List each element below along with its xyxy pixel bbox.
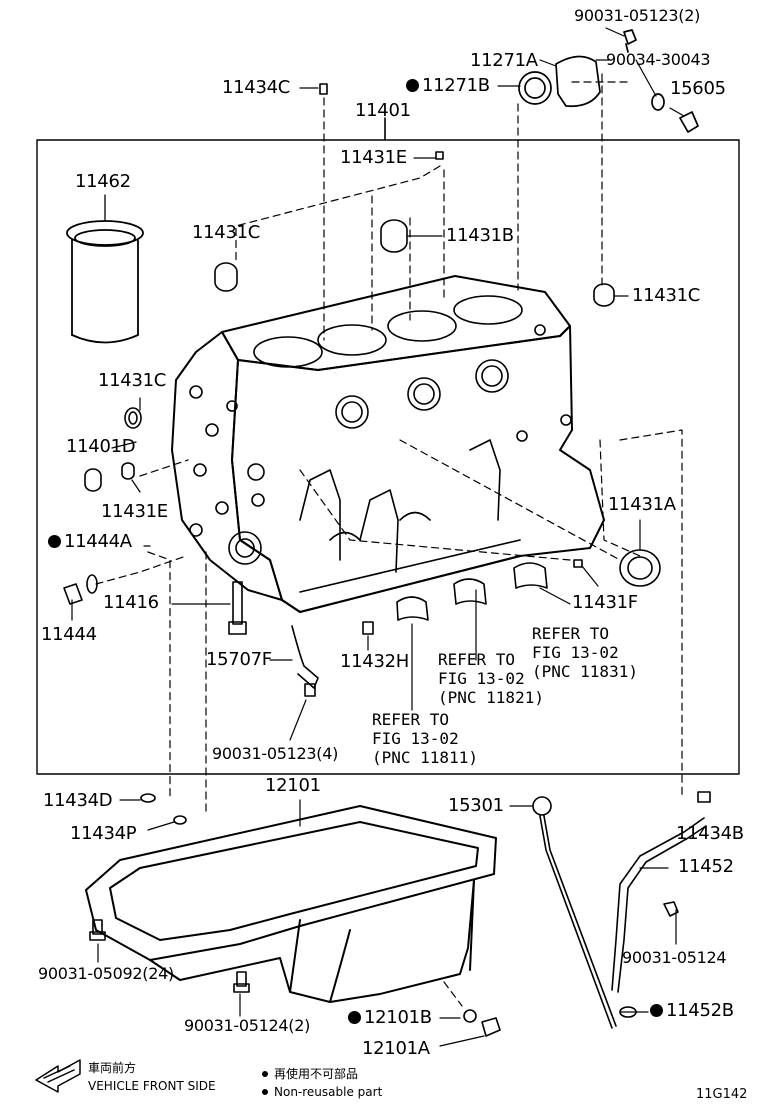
part-label[interactable]: 11416 — [103, 592, 159, 613]
part-label[interactable]: 15707F — [206, 649, 272, 670]
expansion-plugs — [84, 83, 615, 635]
part-label[interactable]: 11434C — [222, 77, 291, 98]
part-label[interactable]: 11452 — [678, 856, 734, 877]
part-label[interactable]: 11431A — [608, 494, 676, 515]
assembly-frame — [36, 139, 740, 775]
front-side-jp: 車両前方 — [88, 1061, 137, 1075]
part-label[interactable]: 11401D — [66, 436, 136, 457]
part-label[interactable]: 11271A — [470, 50, 538, 71]
part-number: 12101B — [364, 1007, 432, 1028]
part-label-nonreusable[interactable]: 11271B — [406, 77, 490, 95]
part-label[interactable]: 90031-05124 — [622, 948, 727, 967]
part-label[interactable]: 11434D — [43, 790, 113, 811]
part-label[interactable]: 11444 — [41, 624, 97, 645]
diagram-code: 11G142 — [696, 1087, 748, 1102]
part-label[interactable]: 11431C — [632, 285, 701, 306]
part-label[interactable]: 11431C — [98, 370, 167, 391]
dipstick-illustration — [532, 791, 711, 1029]
part-label[interactable]: 15605 — [670, 78, 726, 99]
oil-cap-illustration — [518, 29, 699, 133]
cylinder-block-illustration — [171, 275, 605, 613]
non-reusable-en: Non-reusable part — [262, 1086, 382, 1098]
oil-pan-illustration — [85, 805, 497, 1003]
part-label[interactable]: 90031-05124(2) — [184, 1016, 311, 1035]
nonreusable-dot-icon — [348, 1011, 361, 1024]
part-number: 11452B — [666, 1000, 734, 1021]
bullet-dot-icon — [262, 1071, 268, 1077]
front-side-en: VEHICLE FRONT SIDE — [88, 1079, 216, 1093]
front-arrow-icon — [35, 1059, 81, 1093]
cylinder-liner-illustration — [66, 194, 144, 344]
bullet-dot-icon — [262, 1089, 268, 1095]
part-label[interactable]: 11431E — [101, 501, 168, 522]
part-label[interactable]: 11431E — [340, 147, 407, 168]
part-label-nonreusable[interactable]: 11452B — [650, 1002, 734, 1020]
part-label-nonreusable[interactable]: 11444A — [48, 533, 132, 551]
part-label[interactable]: 12101 — [265, 775, 321, 796]
nonreusable-dot-icon — [48, 535, 61, 548]
part-label[interactable]: 11431F — [572, 592, 638, 613]
refer-note[interactable]: REFER TO FIG 13-02 (PNC 11831) — [532, 624, 638, 681]
part-label[interactable]: 90031-05123(2) — [574, 6, 701, 25]
bolts — [63, 574, 319, 993]
part-label[interactable]: 11431B — [446, 225, 514, 246]
nonreusable-dot-icon — [650, 1004, 663, 1017]
part-number: 11271B — [422, 75, 490, 96]
part-label[interactable]: 11431C — [192, 222, 261, 243]
part-label[interactable]: 12101A — [362, 1038, 430, 1059]
small-parts — [140, 793, 501, 1037]
part-label[interactable]: 11462 — [75, 171, 131, 192]
leader-lines — [71, 27, 685, 1047]
part-label[interactable]: 90031-05092(24) — [38, 964, 174, 983]
phantom-lines — [95, 73, 683, 1007]
bearing-shells — [396, 549, 661, 621]
part-label[interactable]: 11432H — [340, 651, 409, 672]
nonreusable-dot-icon — [406, 79, 419, 92]
part-label[interactable]: 11434P — [70, 823, 137, 844]
part-label[interactable]: 90034-30043 — [606, 50, 711, 69]
part-label[interactable]: 11434B — [676, 823, 744, 844]
refer-note[interactable]: REFER TO FIG 13-02 (PNC 11811) — [372, 710, 478, 767]
non-reusable-jp: 再使用不可部品 — [262, 1068, 358, 1080]
refer-note[interactable]: REFER TO FIG 13-02 (PNC 11821) — [438, 650, 544, 707]
part-label[interactable]: 90031-05123(4) — [212, 744, 339, 763]
part-label[interactable]: 11401 — [355, 100, 411, 121]
part-label-nonreusable[interactable]: 12101B — [348, 1009, 432, 1027]
part-number: 11444A — [64, 531, 132, 552]
part-label[interactable]: 15301 — [448, 795, 504, 816]
